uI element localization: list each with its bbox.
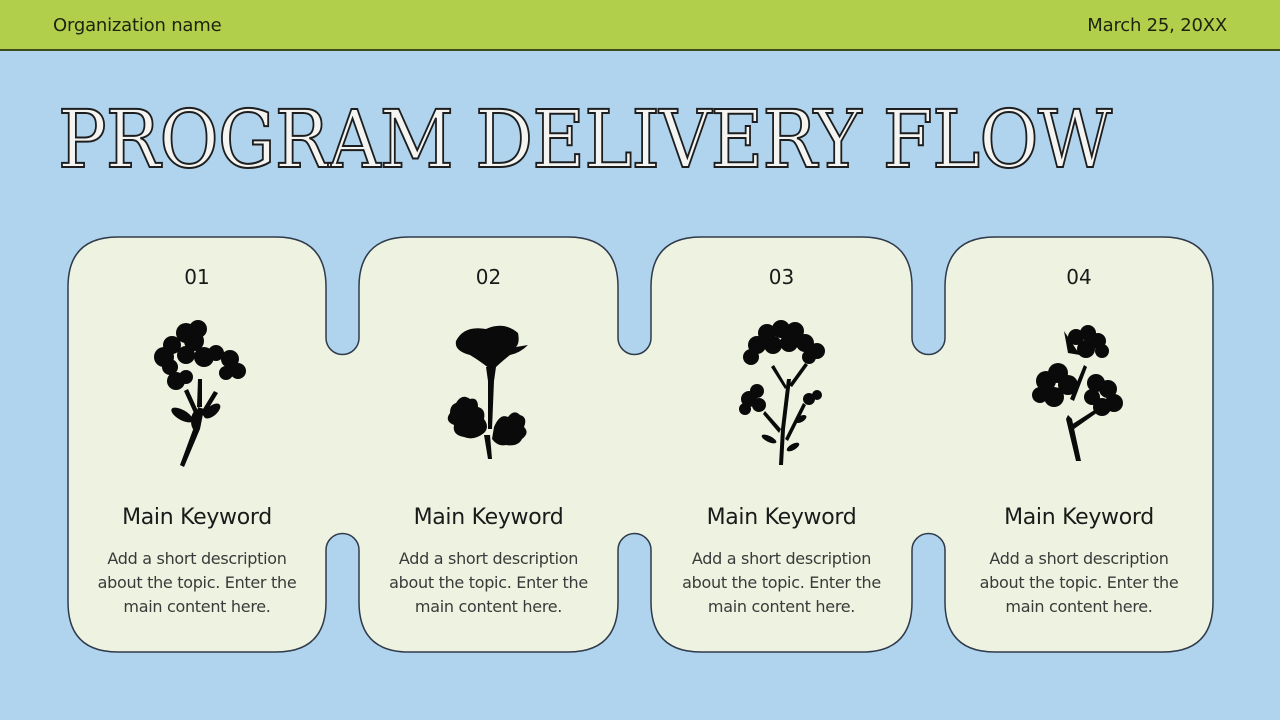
step-description: Add a short description about the topic.… <box>97 549 297 616</box>
step-card-1: 01 Main Keyword Add a short description … <box>68 237 326 652</box>
step-keyword: Main Keyword <box>413 505 564 530</box>
step-number: 01 <box>184 265 210 289</box>
flower-branch-icon <box>738 320 825 465</box>
step-card-3: 03 Main Keyword Add a short description … <box>651 237 912 652</box>
step-card-4: 04 Main Keyword Add a short description … <box>945 237 1213 652</box>
flower-single-icon <box>447 325 528 459</box>
page-title: PROGRAM DELIVERY FLOW <box>57 93 1113 187</box>
step-number: 02 <box>475 265 502 289</box>
header-bar: Organization name March 25, 20XX <box>0 0 1280 51</box>
organization-name: Organization name <box>53 15 222 36</box>
step-description: Add a short description about the topic.… <box>979 549 1179 616</box>
step-keyword: Main Keyword <box>122 505 272 530</box>
step-description: Add a short description about the topic.… <box>389 549 588 616</box>
step-card-2: 02 Main Keyword Add a short description … <box>359 237 618 652</box>
step-description: Add a short description about the topic.… <box>682 549 881 616</box>
step-number: 03 <box>768 265 795 289</box>
date-label: March 25, 20XX <box>1087 15 1227 36</box>
flower-blossom-icon <box>1032 325 1123 461</box>
step-keyword: Main Keyword <box>706 505 857 530</box>
step-keyword: Main Keyword <box>1004 505 1154 530</box>
step-number: 04 <box>1066 265 1092 289</box>
flower-cluster-icon <box>154 320 246 467</box>
